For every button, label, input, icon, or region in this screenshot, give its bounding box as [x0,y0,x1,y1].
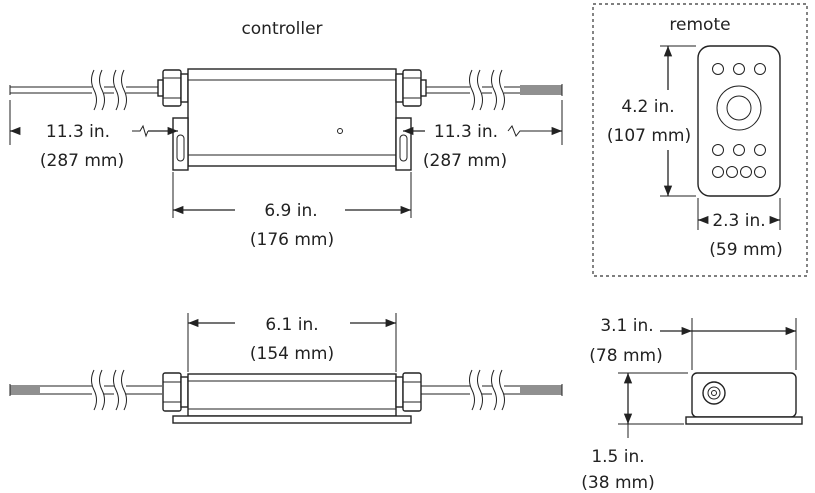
lead-right-length-mm: (287 mm) [423,151,507,171]
side-base-plate [172,415,412,424]
side-length-mm: (154 mm) [250,344,334,364]
left-cable [9,69,162,111]
side-right-cable [421,369,563,411]
end-width-mm: (78 mm) [589,346,662,366]
side-body [187,373,397,417]
controller-length-mm: (176 mm) [250,230,334,250]
controller-label: controller [241,19,322,39]
controller-length-in: 6.9 in. [264,201,317,221]
remote-frame [592,3,808,277]
right-mounting-flange [395,117,412,171]
left-mounting-flange [172,117,189,171]
remote-dial [716,85,762,131]
controller-body [187,68,397,167]
controller-end-view [685,372,803,425]
end-width-in: 3.1 in. [600,316,653,336]
status-led [337,128,343,134]
side-left-cable [9,369,162,411]
end-cable-gland [702,381,726,405]
right-cable-gland [395,69,427,107]
lead-right-length-in: 11.3 in. [434,122,498,142]
remote-width-in: 2.3 in. [712,211,765,231]
end-height-mm: (38 mm) [581,473,654,493]
left-cable-gland [157,69,189,107]
side-length-in: 6.1 in. [265,315,318,335]
end-height-in: 1.5 in. [591,447,644,467]
remote-width-mm: (59 mm) [709,240,782,260]
controller-side-view [9,369,563,424]
remote-label: remote [669,15,730,35]
right-cable [426,69,563,111]
remote-control [697,45,781,197]
remote-height-in: 4.2 in. [621,97,674,117]
remote-height-mm: (107 mm) [607,126,691,146]
lead-left-length-mm: (287 mm) [40,151,124,171]
lead-left-length-in: 11.3 in. [46,122,110,142]
controller-top-view [9,68,563,171]
